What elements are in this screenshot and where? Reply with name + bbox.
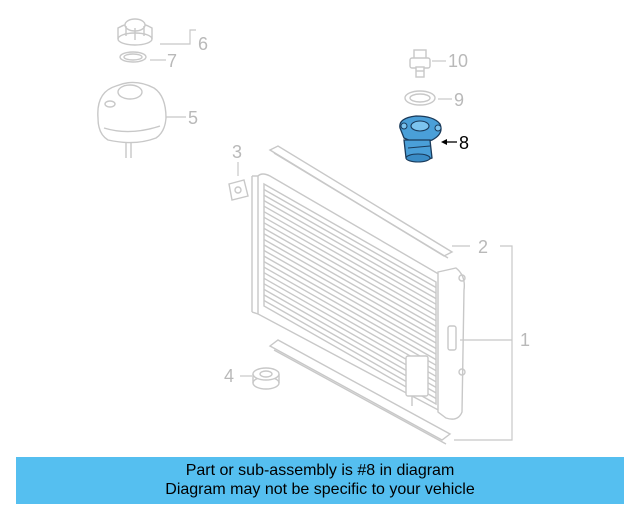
part-3-bracket [228,179,249,201]
callout-6[interactable]: 6 [198,34,208,54]
radiator-fin [263,249,437,350]
part-2-lower-rail [268,339,452,445]
radiator-fin [263,266,437,366]
part-4-mount [252,367,280,390]
radiator-fin [263,233,437,333]
radiator-fin [263,244,437,344]
radiator-fin [263,194,437,294]
callout-2[interactable]: 2 [478,237,488,257]
banner-line-1: Part or sub-assembly is #8 in diagram [185,462,455,479]
part-9-seal [404,90,436,106]
parts-diagram: 6 7 5 10 9 8 [97,18,530,445]
info-banner: Part or sub-assembly is #8 in diagram Di… [16,457,624,504]
radiator-fin [263,199,437,300]
radiator-fin [263,205,437,305]
callout-5[interactable]: 5 [188,108,198,128]
radiator-core [251,173,466,420]
part-5-expansion-tank [97,81,167,158]
callout-1[interactable]: 1 [520,330,530,350]
callout-8[interactable]: 8 [459,133,469,153]
radiator-fin [263,227,437,328]
part-8-coolant-flange[interactable] [399,115,442,163]
radiator-fin [263,272,437,372]
banner-line-2: Diagram may not be specific to your vehi… [165,481,475,498]
callout-4[interactable]: 4 [224,366,234,386]
part-7-seal [119,51,147,63]
callout-10[interactable]: 10 [448,51,468,71]
radiator-fin [263,260,437,361]
callout-7[interactable]: 7 [167,51,177,71]
radiator-fin [263,211,437,311]
part-2-upper-rail [268,145,454,259]
part-10-bleeder-screw [409,49,431,78]
callout-9[interactable]: 9 [454,90,464,110]
radiator-fin [263,222,437,322]
callout-3[interactable]: 3 [232,142,242,162]
radiator-fin [263,216,437,316]
radiator-fin [263,238,437,339]
radiator-fin [263,255,437,355]
radiator-fin [263,188,437,289]
part-6-cap [117,18,153,46]
